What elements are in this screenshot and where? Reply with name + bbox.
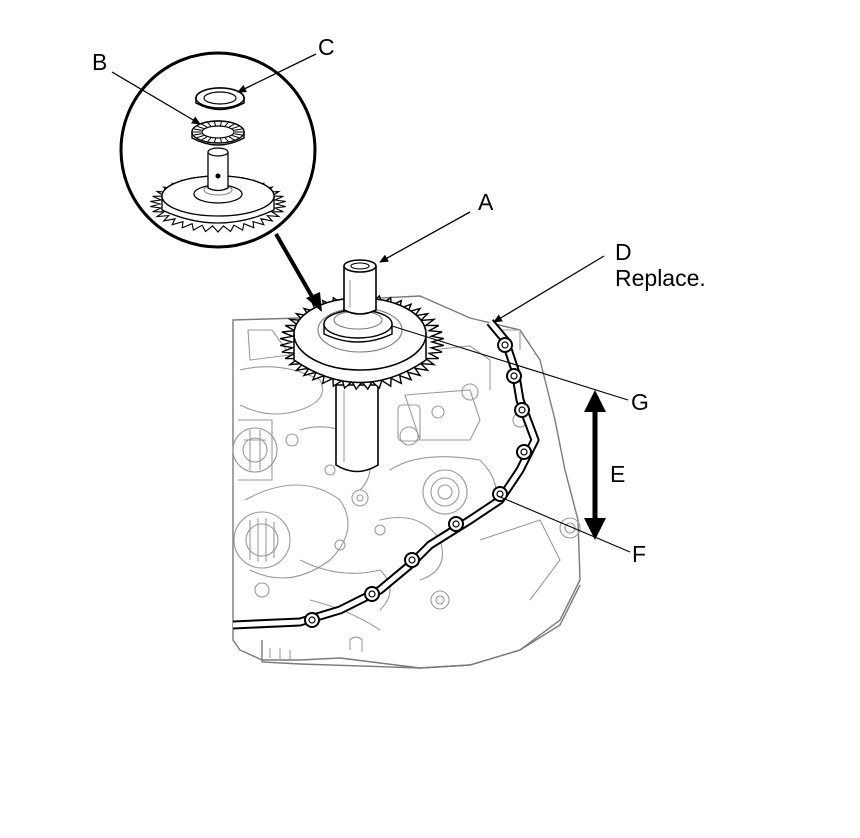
transfer-arrowhead xyxy=(306,292,322,312)
bearing-needle xyxy=(232,135,240,139)
label-b: B xyxy=(92,49,108,75)
bearing-needle xyxy=(193,133,202,136)
leader-g xyxy=(391,325,629,401)
bearing-needle xyxy=(234,128,243,131)
bearing-needle xyxy=(207,122,212,127)
label-a: A xyxy=(478,189,494,215)
transfer-arrow xyxy=(274,233,316,301)
transmission-housing xyxy=(232,295,581,669)
shaft-lower xyxy=(335,384,379,473)
label-g: G xyxy=(631,389,649,415)
bearing-needle xyxy=(207,137,212,142)
label-e: E xyxy=(610,461,626,487)
bearing-needle xyxy=(201,123,208,128)
bearing-needles xyxy=(193,121,243,143)
label-d: D xyxy=(615,239,632,265)
bearing-needle xyxy=(213,138,217,143)
label-d-note: Replace. xyxy=(615,265,706,291)
bearing-needle xyxy=(219,138,223,143)
bearing-needle xyxy=(232,125,240,129)
leader-f xyxy=(497,495,631,553)
gasket-d xyxy=(232,319,540,630)
main-gear xyxy=(280,293,444,391)
detail-inset xyxy=(119,51,317,249)
shaft-a xyxy=(343,259,377,315)
bearing-needle xyxy=(196,125,204,129)
bearing-needle xyxy=(234,133,243,136)
bearing-needle xyxy=(196,135,204,139)
thrust-washer-c xyxy=(195,87,245,111)
needle-bearing-b xyxy=(191,120,245,146)
leader-c xyxy=(237,53,317,93)
bearing-needle xyxy=(228,136,235,141)
bearing-needle xyxy=(193,128,202,131)
dimension-e-arrow xyxy=(584,390,606,540)
bearing-needle xyxy=(201,136,208,141)
leader-b xyxy=(111,71,201,125)
label-f: F xyxy=(632,541,647,567)
label-c: C xyxy=(318,34,335,60)
leader-d xyxy=(493,255,605,323)
bearing-needle xyxy=(213,121,217,126)
bearing-needle xyxy=(228,123,235,128)
bearing-needle xyxy=(224,122,229,127)
leader-a xyxy=(379,211,471,263)
bearing-needle xyxy=(224,137,229,142)
bearing-needle xyxy=(219,121,223,126)
